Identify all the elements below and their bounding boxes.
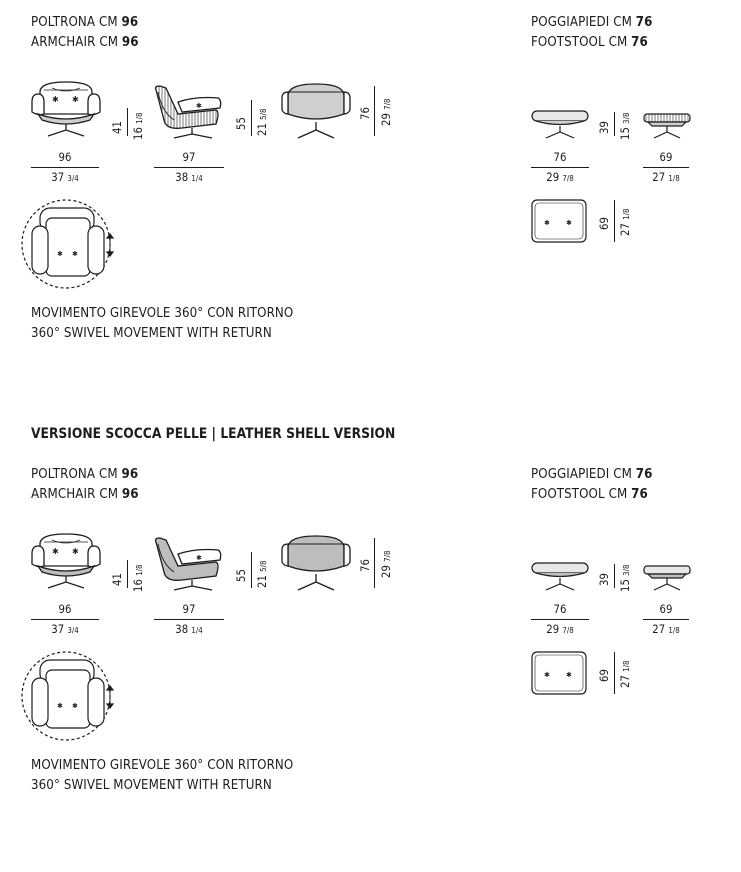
dim-total-height-in: 29 7/8: [379, 98, 393, 126]
svg-text:✱: ✱: [566, 219, 572, 227]
dimension-line: [154, 167, 224, 168]
section-1: POLTRONA CM 96 ARMCHAIR CM 96 POGGIAPIEDI …: [0, 0, 741, 420]
svg-text:✱: ✱: [544, 219, 550, 227]
footstool-title-en: FOOTSTOOL CM 76: [531, 486, 648, 502]
dim-seat-height-in: 16 1/8: [131, 112, 145, 140]
dim-arm-height-in: 21 5/8: [255, 560, 269, 588]
svg-text:✱: ✱: [57, 250, 63, 258]
dimension-line: [127, 560, 128, 588]
dim-side-depth-in: 38 1/4: [175, 622, 203, 636]
swivel-text-it: MOVIMENTO GIREVOLE 360° CON RITORNO: [31, 757, 294, 773]
swivel-text-it: MOVIMENTO GIREVOLE 360° CON RITORNO: [31, 305, 294, 321]
dimension-line: [614, 200, 615, 242]
dim-front-width-cm: 96: [58, 150, 72, 164]
dim-front-width-in: 37 3/4: [51, 170, 79, 184]
armchair-title-it: POLTRONA CM 96: [31, 14, 139, 30]
dim-seat-height-in: 16 1/8: [131, 564, 145, 592]
svg-text:✱: ✱: [72, 250, 78, 258]
dim-seat-height-cm: 41: [110, 573, 124, 586]
swivel-text-en: 360° SWIVEL MOVEMENT WITH RETURN: [31, 325, 272, 341]
dim-stool-width-cm: 76: [553, 602, 567, 616]
dim-stool-top-cm: 69: [597, 669, 611, 682]
dim-stool-width-cm: 76: [553, 150, 567, 164]
dim-total-height-cm: 76: [358, 107, 372, 120]
footstool-title-it: POGGIAPIEDI CM 76: [531, 466, 653, 482]
svg-text:✱: ✱: [52, 95, 59, 104]
dim-side-depth-in: 38 1/4: [175, 170, 203, 184]
dimension-line: [251, 100, 252, 136]
dim-seat-height-cm: 41: [110, 121, 124, 134]
armchair-title-en: ARMCHAIR CM 96: [31, 486, 139, 502]
dim-stool-width-in: 29 7/8: [546, 170, 574, 184]
dim-front-width-in: 37 3/4: [51, 622, 79, 636]
dim-stool-top-cm: 69: [597, 217, 611, 230]
dimension-line: [614, 564, 615, 588]
dimension-line: [643, 619, 689, 620]
dimension-line: [531, 619, 589, 620]
dim-stool-depth-in: 27 1/8: [652, 170, 680, 184]
svg-text:✱: ✱: [196, 554, 202, 562]
dim-front-width-cm: 96: [58, 602, 72, 616]
dim-stool-width-in: 29 7/8: [546, 622, 574, 636]
dimension-line: [127, 108, 128, 136]
dimension-line: [31, 167, 99, 168]
dim-side-depth-cm: 97: [182, 150, 196, 164]
section-2: VERSIONE SCOCCA PELLE | LEATHER SHELL VE…: [0, 426, 741, 872]
dim-stool-height-cm: 39: [597, 121, 611, 134]
armchair-title-it: POLTRONA CM 96: [31, 466, 139, 482]
dim-total-height-in: 29 7/8: [379, 550, 393, 578]
dimension-line: [374, 86, 375, 136]
svg-text:✱: ✱: [566, 671, 572, 679]
dim-stool-height-in: 15 3/8: [618, 564, 632, 592]
svg-text:✱: ✱: [57, 702, 63, 710]
dim-stool-depth-cm: 69: [659, 150, 673, 164]
dim-total-height-cm: 76: [358, 559, 372, 572]
swivel-text-en: 360° SWIVEL MOVEMENT WITH RETURN: [31, 777, 272, 793]
dim-arm-height-in: 21 5/8: [255, 108, 269, 136]
dimension-line: [251, 552, 252, 588]
svg-text:✱: ✱: [196, 102, 202, 110]
footstool-title-en: FOOTSTOOL CM 76: [531, 34, 648, 50]
section-heading: VERSIONE SCOCCA PELLE | LEATHER SHELL VE…: [31, 426, 396, 442]
dim-stool-top-in: 27 1/8: [618, 660, 632, 688]
dimension-line: [374, 538, 375, 588]
dimension-line: [154, 619, 224, 620]
svg-text:✱: ✱: [52, 547, 59, 556]
dim-arm-height-cm: 55: [234, 569, 248, 582]
dimension-line: [614, 112, 615, 136]
dimension-line: [31, 619, 99, 620]
svg-text:✱: ✱: [544, 671, 550, 679]
svg-text:✱: ✱: [72, 95, 79, 104]
dim-stool-height-cm: 39: [597, 573, 611, 586]
footstool-title-it: POGGIAPIEDI CM 76: [531, 14, 653, 30]
svg-text:✱: ✱: [72, 547, 79, 556]
dim-side-depth-cm: 97: [182, 602, 196, 616]
dim-arm-height-cm: 55: [234, 117, 248, 130]
armchair-title-en: ARMCHAIR CM 96: [31, 34, 139, 50]
dim-stool-top-in: 27 1/8: [618, 208, 632, 236]
dim-stool-depth-in: 27 1/8: [652, 622, 680, 636]
dimension-line: [643, 167, 689, 168]
dimension-line: [531, 167, 589, 168]
dim-stool-depth-cm: 69: [659, 602, 673, 616]
svg-text:✱: ✱: [72, 702, 78, 710]
dimension-line: [614, 652, 615, 694]
dim-stool-height-in: 15 3/8: [618, 112, 632, 140]
